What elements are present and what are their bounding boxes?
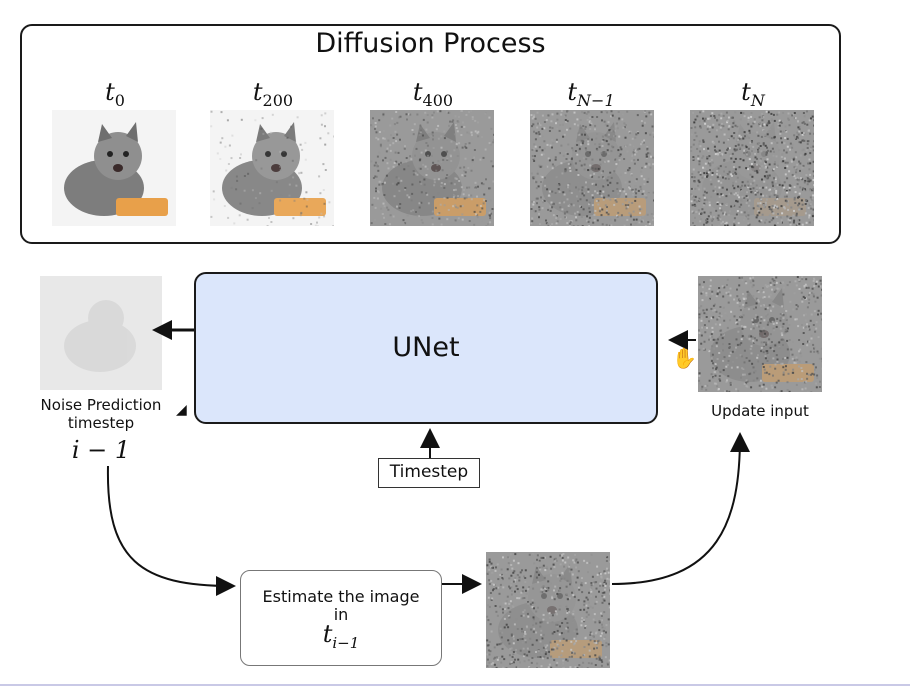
curve-image-to-update [611, 432, 750, 585]
cat-image-t400 [370, 110, 494, 226]
arrowhead-noise [152, 320, 172, 340]
timestep-label-t200: t200 [252, 78, 294, 110]
noise-prediction-image [40, 276, 162, 390]
estimate-box [240, 570, 442, 666]
update-input-image [698, 276, 822, 392]
cat-image-tn-1 [530, 110, 654, 226]
cat-image-t0 [52, 110, 176, 226]
timestep-label-tn-1: tN−1 [567, 78, 615, 110]
curve-noise-to-estimate [106, 465, 236, 596]
noise-prediction-caption: Noise Prediction timestep [40, 396, 162, 432]
estimated-image [486, 552, 610, 668]
timestep-box: Timestep [378, 458, 480, 488]
cat-image-t200 [210, 110, 334, 226]
hand-cursor-icon: ✋ [672, 346, 697, 370]
unet-label: UNet [392, 332, 460, 363]
bottom-rule [0, 684, 910, 686]
timestep-label-t400: t400 [412, 78, 454, 110]
pointer-cursor-icon: ◢ [176, 402, 187, 418]
diffusion-process-title: Diffusion Process [315, 28, 546, 59]
cat-image-tn [690, 110, 814, 226]
update-input-caption: Update input [711, 402, 809, 420]
estimate-math: ti−1 [322, 620, 360, 652]
timestep-label-tn: tN [741, 78, 765, 110]
unet-block [194, 272, 658, 424]
estimate-text: Estimate the image in [262, 587, 420, 624]
noise-prediction-math: i − 1 [71, 436, 131, 464]
timestep-label-t0: t0 [105, 78, 125, 110]
diffusion-process-panel [20, 24, 841, 244]
